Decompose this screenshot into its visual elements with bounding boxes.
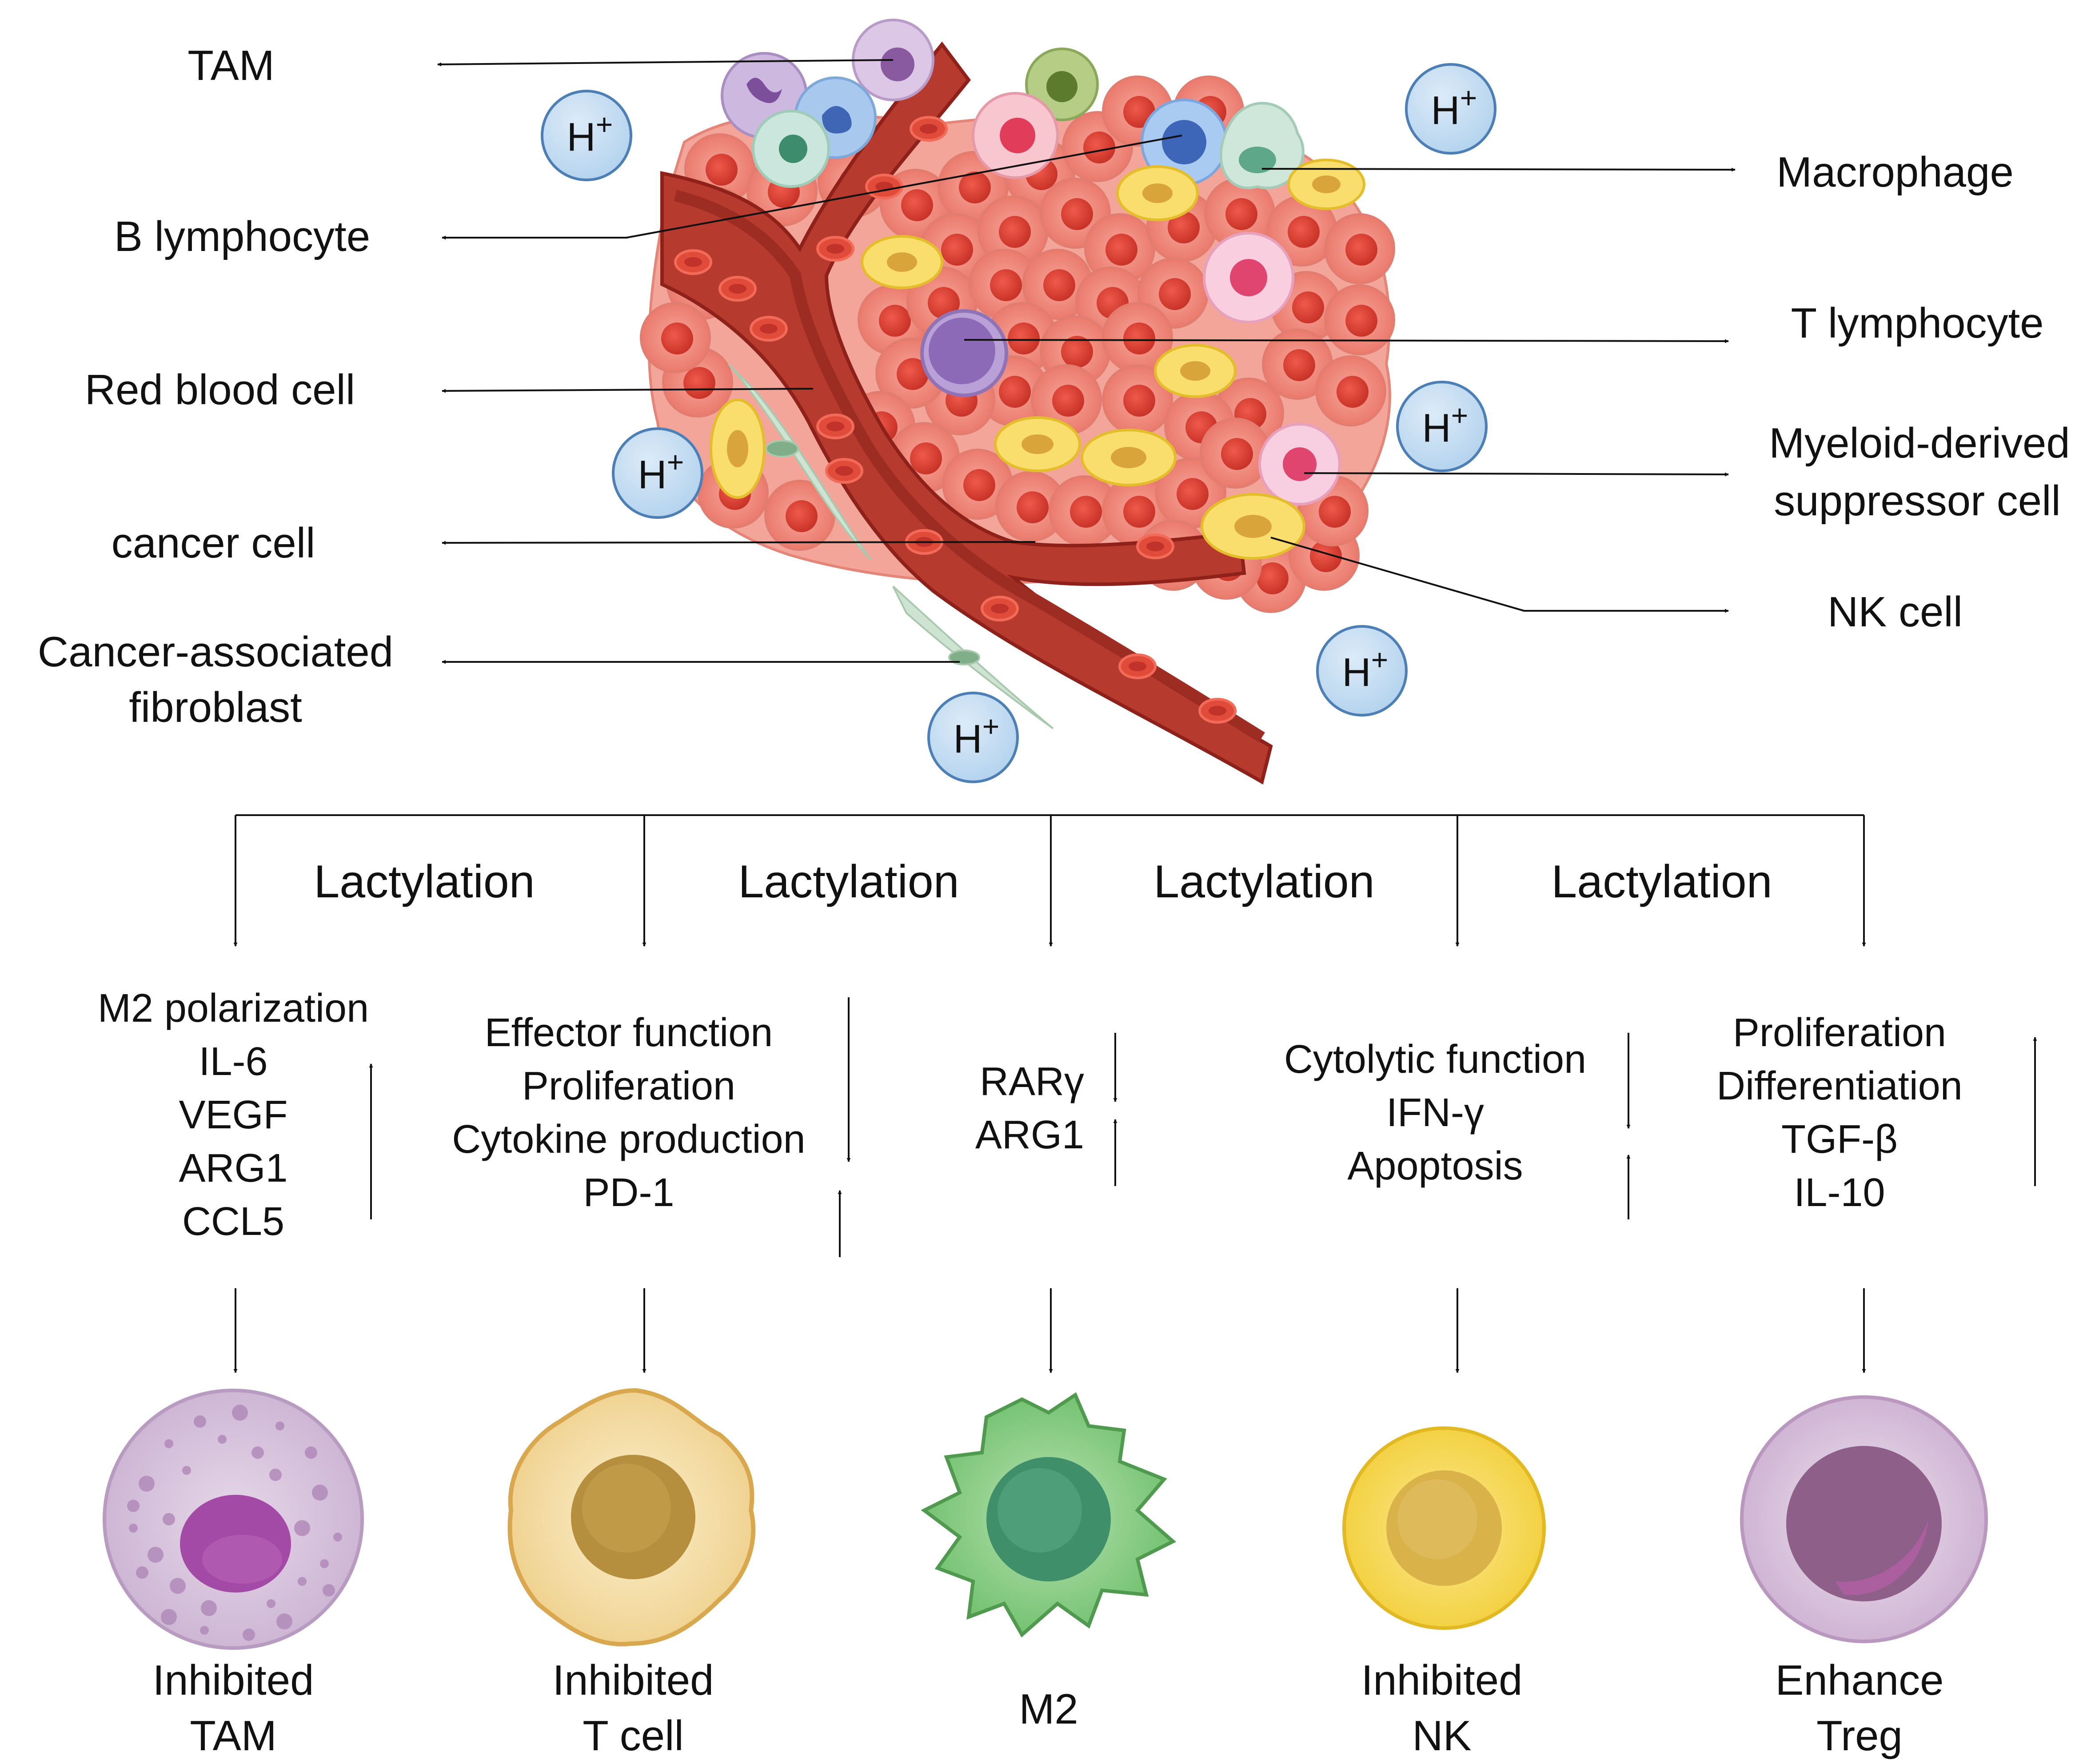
outcome-labels: Inhibited TAM Inhibited T cell M2 Inhibi… bbox=[153, 1656, 1944, 1760]
label-mdsc-line1: Myeloid-derived bbox=[1769, 419, 2070, 467]
tam-granules bbox=[127, 1405, 342, 1641]
outcome-label: Inhibited bbox=[1361, 1656, 1523, 1704]
proton-symbol: H bbox=[1342, 650, 1371, 695]
fibroblast-strands bbox=[728, 363, 1054, 729]
label-mdsc-line2: suppressor cell bbox=[1774, 477, 2061, 525]
outcome-label: Treg bbox=[1816, 1712, 1903, 1760]
outcome-label: M2 bbox=[1019, 1685, 1078, 1733]
effect-text: IL-6 bbox=[199, 1039, 267, 1084]
proton-symbol: H bbox=[1422, 406, 1451, 450]
effect-text: ARG1 bbox=[179, 1146, 287, 1191]
proton-symbol: H bbox=[567, 115, 596, 159]
lactylation-label-3: Lactylation bbox=[1153, 856, 1374, 908]
lactylation-label-1: Lactylation bbox=[314, 856, 535, 908]
outcome-label: Enhance bbox=[1776, 1656, 1944, 1704]
branch-connector bbox=[233, 814, 1866, 947]
effect-text: PD-1 bbox=[583, 1171, 674, 1215]
tumor-illustration: H+H+H+H+H+H+ bbox=[541, 19, 1496, 785]
proton-icon: H+ bbox=[612, 427, 703, 519]
lactylation-label-2: Lactylation bbox=[738, 856, 959, 908]
effect-text: M2 polarization bbox=[98, 986, 369, 1031]
effect-text: Differentiation bbox=[1716, 1064, 1963, 1108]
tumor-immune-cells bbox=[710, 19, 1365, 560]
inhibited-nk-cell bbox=[1342, 1426, 1546, 1630]
effect-text: Proliferation bbox=[1733, 1011, 1946, 1055]
label-b-lymphocyte: B lymphocyte bbox=[114, 213, 370, 260]
label-red-blood-cell: Red blood cell bbox=[85, 366, 355, 414]
proton-icon: H+ bbox=[1396, 381, 1488, 472]
proton-symbol: H bbox=[638, 453, 667, 497]
outcome-label: T cell bbox=[583, 1712, 684, 1760]
proton-icon: H+ bbox=[541, 90, 632, 181]
proton-icon: H+ bbox=[927, 692, 1019, 783]
effect-text-rar-gamma: RARγ bbox=[980, 1059, 1084, 1104]
label-t-lymphocyte: T lymphocyte bbox=[1791, 299, 2043, 347]
label-caf-line1: Cancer-associated bbox=[38, 628, 393, 676]
label-macrophage: Macrophage bbox=[1776, 148, 2014, 196]
effects-column-5: Proliferation Differentiation TGF-β IL-1… bbox=[1716, 1011, 2037, 1215]
effects-column-3: RARγ ARG1 bbox=[975, 1033, 1117, 1186]
proton-symbol: H bbox=[1431, 88, 1460, 133]
effects-column-4: Cytolytic function IFN-γ Apoptosis bbox=[1284, 1033, 1631, 1219]
proton-charge: + bbox=[1371, 643, 1389, 676]
proton-group: H+H+H+H+H+H+ bbox=[541, 63, 1496, 783]
outcome-label: Inhibited bbox=[153, 1656, 314, 1704]
leader-lines bbox=[437, 59, 1736, 664]
label-tam: TAM bbox=[188, 42, 275, 89]
effect-text: Proliferation bbox=[522, 1064, 735, 1108]
proton-symbol: H bbox=[954, 717, 982, 761]
proton-icon: H+ bbox=[1405, 63, 1496, 155]
effect-text: IL-10 bbox=[1794, 1171, 1885, 1215]
effect-text: CCL5 bbox=[182, 1199, 284, 1244]
effect-text: Cytokine production bbox=[452, 1117, 805, 1162]
label-cancer-cell: cancer cell bbox=[112, 519, 315, 567]
effect-text: Cytolytic function bbox=[1284, 1037, 1586, 1082]
outcome-arrows bbox=[233, 1288, 1866, 1373]
lactylation-label-4: Lactylation bbox=[1551, 856, 1772, 908]
effects-column-1: M2 polarization IL-6 VEGF ARG1 CCL5 bbox=[98, 986, 373, 1244]
enhanced-treg-cell bbox=[1740, 1395, 1988, 1643]
proton-charge: + bbox=[1451, 399, 1469, 432]
proton-charge: + bbox=[982, 710, 1000, 743]
proton-charge: + bbox=[596, 108, 613, 141]
effect-text: IFN-γ bbox=[1386, 1091, 1484, 1135]
proton-charge: + bbox=[667, 446, 684, 478]
label-nk-cell: NK cell bbox=[1828, 588, 1963, 636]
effect-text: Apoptosis bbox=[1347, 1144, 1523, 1188]
lactylation-labels: Lactylation Lactylation Lactylation Lact… bbox=[314, 856, 1772, 908]
outcome-label: Inhibited bbox=[553, 1656, 714, 1704]
effects-column-2: Effector function Proliferation Cytokine… bbox=[452, 997, 851, 1257]
inhibited-t-cell bbox=[507, 1388, 756, 1647]
inhibited-tam-cell bbox=[103, 1389, 364, 1650]
effect-text: VEGF bbox=[179, 1093, 287, 1137]
proton-charge: + bbox=[1460, 81, 1477, 114]
tumor-labels: TAM B lymphocyte Red blood cell cancer c… bbox=[38, 42, 2070, 731]
effect-text: Effector function bbox=[485, 1011, 773, 1055]
proton-icon: H+ bbox=[1316, 625, 1408, 717]
outcome-label: TAM bbox=[190, 1712, 277, 1760]
effect-text: TGF-β bbox=[1781, 1117, 1898, 1162]
label-caf-line2: fibroblast bbox=[129, 684, 302, 731]
m2-macrophage-cell bbox=[921, 1392, 1177, 1638]
outcome-label: NK bbox=[1412, 1712, 1471, 1760]
effect-text-arg1: ARG1 bbox=[975, 1113, 1084, 1157]
